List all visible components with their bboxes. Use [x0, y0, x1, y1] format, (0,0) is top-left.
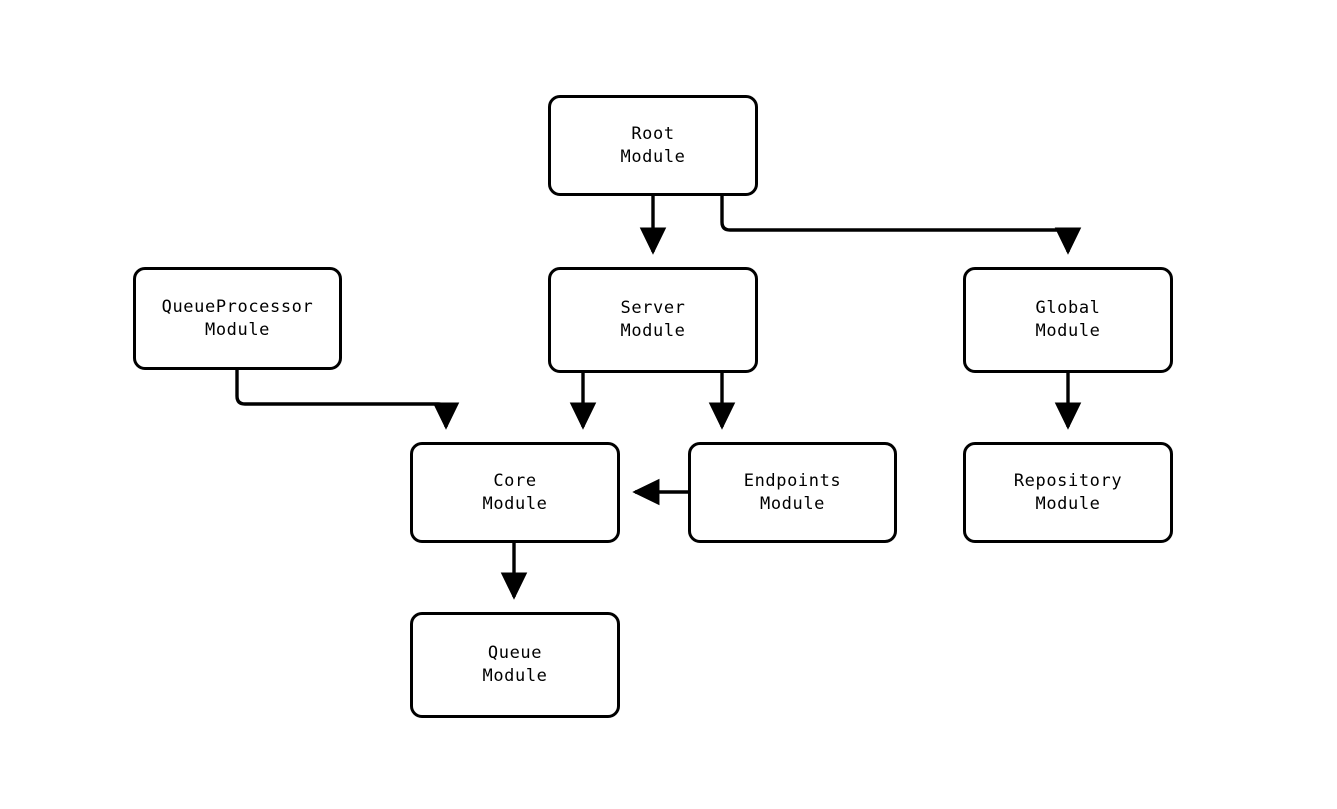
node-title: Server [620, 298, 686, 318]
node-core-module[interactable]: Core Module [410, 442, 620, 543]
edge-root-to-global [720, 196, 1082, 255]
node-queue-module[interactable]: Queue Module [410, 612, 620, 718]
node-title: Root [631, 123, 675, 144]
node-subtitle: Module [759, 493, 825, 514]
node-title: Endpoints [743, 470, 842, 491]
node-endpoints-module[interactable]: Endpoints Module [688, 442, 897, 543]
node-queueprocessor-module[interactable]: QueueProcessor Module [133, 267, 342, 370]
node-title: Queue [487, 643, 543, 663]
node-title: Repository [1013, 470, 1123, 491]
node-root-module[interactable]: Root Module [548, 95, 758, 196]
node-global-module[interactable]: Global Module [963, 267, 1173, 373]
node-title: QueueProcessor [161, 296, 314, 317]
node-subtitle: Module [1035, 321, 1101, 341]
node-subtitle: Module [204, 319, 270, 340]
node-subtitle: Module [1035, 493, 1101, 514]
node-repository-module[interactable]: Repository Module [963, 442, 1173, 543]
node-subtitle: Module [482, 666, 548, 686]
node-server-module[interactable]: Server Module [548, 267, 758, 373]
node-subtitle: Module [620, 321, 686, 341]
node-subtitle: Module [620, 146, 686, 167]
node-title: Core [493, 470, 537, 491]
node-title: Global [1035, 298, 1101, 318]
edge-queueprocessor-to-core [235, 370, 460, 430]
node-subtitle: Module [482, 493, 548, 514]
